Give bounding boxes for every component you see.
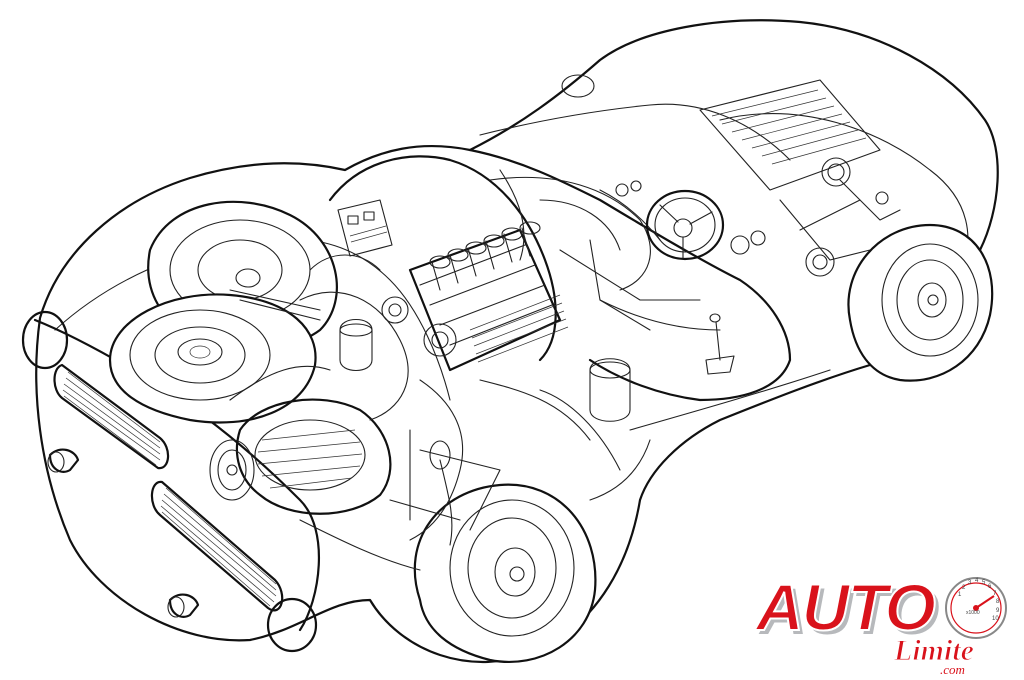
gauge-number-10: 10: [992, 616, 999, 622]
logo-primary-shadow: AUTO: [758, 574, 939, 648]
tail-light-upper: [21, 310, 69, 370]
gauge-number-2: 2: [962, 585, 966, 591]
gauge-number-9: 9: [996, 608, 1000, 614]
fuse-box: [337, 199, 393, 257]
gear-lever: [705, 313, 735, 375]
exhaust-pipes: [47, 448, 200, 618]
cockpit: [489, 169, 721, 331]
front-frame: [779, 179, 901, 277]
dashboard-gauges: [615, 180, 766, 255]
mirror-bump: [561, 74, 595, 98]
front-right-wheel: [847, 223, 994, 382]
front-hood-panel: [699, 79, 881, 191]
rear-grille-lower: [150, 480, 284, 612]
fuel-cap: [821, 157, 851, 187]
gauge-number-6: 6: [988, 584, 992, 590]
tail-light-lower: [266, 597, 318, 653]
logo-secondary: Limite: [893, 634, 974, 667]
coolant-tank: [339, 318, 373, 372]
tachometer-icon: 1 2 3 4 5 6 7 8 9 10 x1000: [945, 577, 1007, 639]
oil-tank: [589, 358, 631, 422]
gauge-number-8: 8: [996, 599, 1000, 605]
front-fender-crease: [719, 113, 969, 271]
spare-wheel: [108, 293, 317, 424]
v12-engine: [381, 221, 569, 372]
gauge-number-5: 5: [982, 580, 986, 586]
undertray-line: [299, 519, 421, 571]
steering-wheel: [645, 189, 725, 261]
rear-grille-upper: [53, 363, 170, 470]
transaxle: [209, 398, 392, 515]
cockpit-rim: [468, 148, 792, 402]
gauge-number-4: 4: [975, 578, 979, 584]
rear-suspension: [229, 289, 501, 546]
logo-suffix: .com: [940, 662, 965, 677]
tail-panel: [33, 318, 321, 632]
gauge-number-7: 7: [993, 591, 997, 597]
logo-primary: AUTO: [754, 570, 935, 644]
gauge-number-1: 1: [958, 592, 962, 598]
windscreen-line: [479, 103, 791, 161]
gauge-number-3: 3: [968, 580, 972, 586]
autolimite-logo: AUTO AUTO 1 2 3 4 5 6 7 8 9 10 x1000 Lim…: [753, 569, 1007, 677]
side-sill: [629, 369, 831, 431]
gauge-label: x1000: [966, 610, 980, 616]
hoses-and-cables: [229, 254, 621, 541]
